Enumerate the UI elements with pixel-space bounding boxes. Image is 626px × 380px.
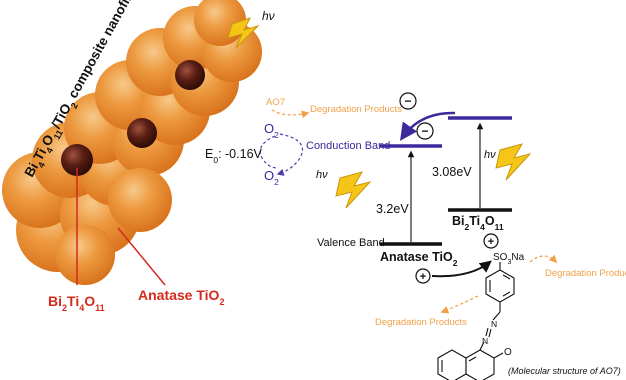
e0-label: E0: -0.16V — [205, 147, 263, 165]
label-bto-fiber: Bi2Ti4O11 — [48, 293, 105, 313]
electron-to-o2-arrow — [276, 133, 304, 176]
svg-text:−: − — [421, 124, 428, 138]
ao7-molecule — [437, 262, 515, 380]
bto-cores — [61, 60, 205, 176]
label-valence-band: Valence Band — [317, 237, 385, 249]
label-degradation-bottom: Degradation Products — [375, 317, 467, 328]
electron-mid: − — [416, 122, 434, 140]
degradation-arrow-right — [529, 254, 558, 264]
molecule-caption: (Molecular structure of AO7) — [508, 366, 621, 376]
hole-oxidation-arrow — [431, 260, 492, 278]
so3na-label: SO3Na — [493, 252, 525, 266]
degradation-arrow-bottom — [440, 295, 479, 314]
pointer-line-tio2 — [117, 227, 166, 286]
n-atom-lower: N — [482, 336, 488, 346]
o-atom: O — [504, 347, 512, 358]
lightning-bolt-icon — [227, 17, 260, 49]
lightning-bolt-icon — [335, 171, 372, 209]
electron-top: − — [399, 92, 417, 110]
label-degradation-right: Degradation Products — [545, 268, 626, 279]
n-atom-upper: N — [491, 319, 497, 329]
lightning-bolt-icon — [495, 143, 532, 181]
hole-bto: + — [483, 233, 499, 249]
hv-left: hν — [316, 169, 328, 181]
hv-top: hν — [262, 9, 275, 23]
o2-upper: O2 — [264, 121, 279, 140]
svg-text:+: + — [488, 236, 494, 248]
nanofiber: Bi4Ti4O11/TiO2 composite nanofiber Bi2Ti… — [2, 0, 275, 313]
svg-text:−: − — [404, 94, 411, 108]
label-anatase-fiber: Anatase TiO2 — [138, 287, 224, 307]
label-degradation-top: Degradation Products — [310, 104, 402, 115]
label-bto-band: Bi2Ti4O11 — [452, 214, 504, 232]
ao7-arrow — [271, 109, 310, 119]
electron-transfer-arrow — [400, 111, 456, 141]
label-conduction-band: Conduction Band — [306, 140, 390, 152]
tio2-gap: 3.2eV — [376, 202, 409, 216]
bto-gap: 3.08eV — [432, 165, 472, 179]
o2-reduction-arrow — [259, 135, 279, 169]
band-diagram: Conduction Band 3.2eV 3.08eV Valence Ban… — [306, 92, 532, 284]
label-ao7: AO7 — [266, 97, 285, 108]
label-anatase-band: Anatase TiO2 — [380, 250, 458, 268]
hv-right: hν — [484, 149, 496, 161]
hole-tio2: + — [415, 268, 431, 284]
oxygen-reduction: AO7 Degradation Products O2 O2- E0: -0.1… — [205, 97, 402, 187]
svg-text:+: + — [420, 271, 426, 283]
o2-lower: O2- — [264, 167, 282, 187]
